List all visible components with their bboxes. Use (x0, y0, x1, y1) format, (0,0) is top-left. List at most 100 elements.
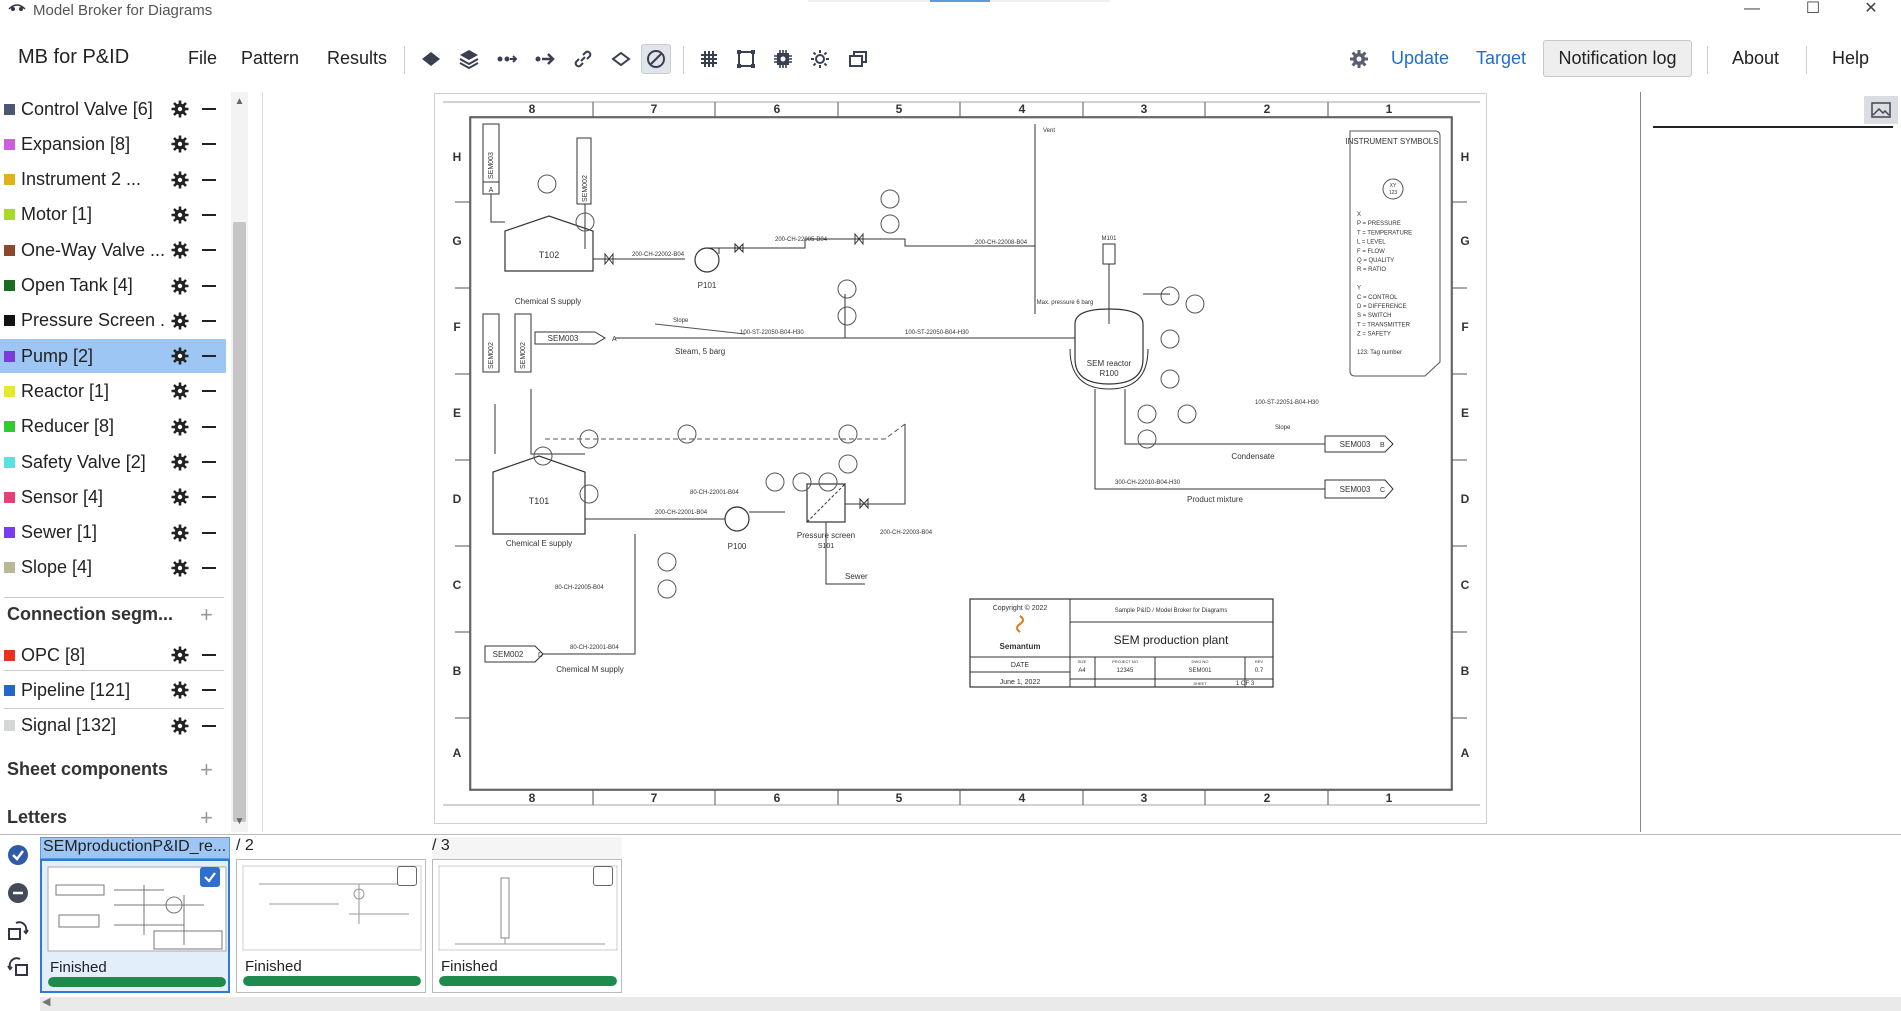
remove-icon[interactable] (202, 143, 216, 146)
remove-icon[interactable] (202, 425, 216, 428)
add-icon[interactable]: + (200, 757, 213, 782)
target-link[interactable]: Target (1476, 48, 1527, 68)
layer-icon[interactable] (416, 44, 446, 74)
gear-icon[interactable] (170, 523, 190, 543)
gear-icon[interactable] (170, 134, 190, 154)
sidebar-item[interactable]: Slope [4] (0, 551, 226, 585)
gear-icon[interactable] (170, 680, 190, 700)
scroll-up-icon[interactable]: ▲ (234, 96, 245, 107)
remove-icon[interactable] (202, 566, 216, 569)
layers-stack-icon[interactable] (454, 44, 484, 74)
maximize-button[interactable]: ☐ (1805, 0, 1821, 17)
remove-icon[interactable] (202, 531, 216, 534)
remove-icon[interactable] (202, 724, 216, 727)
remove-icon[interactable] (202, 249, 216, 252)
gear-icon[interactable] (170, 276, 190, 296)
sidebar-item[interactable]: Motor [1] (0, 198, 226, 232)
image-icon[interactable] (1864, 96, 1898, 124)
page-checkbox[interactable] (593, 866, 613, 886)
sidebar-item[interactable]: Pump [2] (0, 339, 226, 374)
close-button[interactable]: ✕ (1864, 0, 1878, 17)
gear-icon[interactable] (170, 240, 190, 260)
gear-icon[interactable] (170, 205, 190, 225)
remove-icon[interactable] (202, 654, 216, 656)
remove-icon[interactable] (202, 319, 216, 322)
forbidden-icon[interactable] (641, 44, 671, 74)
gear-icon[interactable] (170, 645, 190, 665)
sidebar-item[interactable]: Sewer [1] (0, 516, 226, 550)
notification-log-button[interactable]: Notification log (1543, 40, 1692, 77)
check-circle-icon[interactable] (6, 843, 30, 867)
rotate-left-icon[interactable] (6, 919, 30, 943)
page-thumbnail-1[interactable]: Finished (40, 859, 230, 993)
sidebar-item[interactable]: Pipeline [121] (0, 673, 226, 707)
letters-header[interactable]: Letters (7, 807, 68, 827)
windows-icon[interactable] (843, 44, 873, 74)
sidebar-item[interactable]: Instrument 2 ... (0, 163, 226, 197)
sun-icon[interactable] (805, 44, 835, 74)
sheet-components-header[interactable]: Sheet components (7, 759, 169, 779)
sidebar-item[interactable]: OPC [8] (0, 638, 226, 672)
gear-icon[interactable] (1344, 44, 1374, 74)
sidebar-item[interactable]: Signal [132] (0, 709, 226, 743)
gear-chip-icon[interactable] (768, 44, 798, 74)
menu-help[interactable]: Help (1832, 48, 1870, 68)
rotate-right-icon[interactable] (6, 955, 30, 979)
add-icon[interactable]: + (200, 805, 213, 830)
page-checkbox[interactable] (397, 866, 417, 886)
page-thumbnail-2[interactable]: Finished (236, 859, 426, 993)
sidebar-item[interactable]: Safety Valve [2] (0, 445, 226, 479)
sidebar-item[interactable]: Control Valve [6] (0, 92, 226, 126)
gear-icon[interactable] (170, 99, 190, 119)
menu-pattern[interactable]: Pattern (241, 48, 300, 68)
sidebar-item[interactable]: Open Tank [4] (0, 269, 226, 303)
remove-icon[interactable] (202, 390, 216, 393)
remove-icon[interactable] (202, 213, 216, 216)
remove-icon[interactable] (202, 461, 216, 463)
segments-icon[interactable] (492, 44, 522, 74)
remove-icon[interactable] (202, 108, 216, 110)
page-thumbnail-3[interactable]: Finished (432, 859, 622, 993)
remove-icon[interactable] (202, 689, 216, 692)
minimize-button[interactable]: — (1744, 0, 1760, 17)
sidebar-item[interactable]: Expansion [8] (0, 127, 226, 161)
menu-file[interactable]: File (188, 48, 218, 68)
menu-about[interactable]: About (1732, 48, 1780, 68)
diamond-icon[interactable] (606, 44, 636, 74)
gear-icon[interactable] (170, 311, 190, 331)
grid-icon[interactable] (694, 44, 724, 74)
sidebar-item[interactable]: Sensor [4] (0, 480, 226, 514)
sidebar-item[interactable]: One-Way Valve ... (0, 233, 226, 267)
sidebar-item[interactable]: Reactor [1] (0, 374, 226, 408)
gear-icon[interactable] (170, 346, 190, 366)
remove-icon[interactable] (202, 284, 216, 287)
page-tab-3[interactable]: / 3 (432, 837, 622, 859)
gear-icon[interactable] (170, 716, 190, 736)
connection-segments-header[interactable]: Connection segm... (7, 604, 174, 624)
gear-icon[interactable] (170, 452, 190, 472)
page-checkbox[interactable] (200, 867, 220, 887)
remove-icon[interactable] (202, 178, 216, 181)
page-tab-2[interactable]: / 2 (236, 837, 386, 859)
gear-icon[interactable] (170, 558, 190, 578)
sidebar-scroll-thumb[interactable] (233, 222, 246, 822)
gear-icon[interactable] (170, 170, 190, 190)
remove-icon[interactable] (202, 355, 216, 358)
bounding-box-icon[interactable] (731, 44, 761, 74)
arrow-merge-icon[interactable] (530, 44, 560, 74)
link-icon[interactable] (568, 44, 598, 74)
sidebar-item[interactable]: Reducer [8] (0, 410, 226, 444)
gear-icon[interactable] (170, 487, 190, 507)
page-strip-scrollbar[interactable] (40, 997, 1901, 1011)
page-tab-1[interactable]: SEMproductionP&ID_re... (40, 837, 230, 859)
remove-icon[interactable] (202, 496, 216, 499)
update-link[interactable]: Update (1391, 48, 1450, 68)
menu-results[interactable]: Results (327, 48, 388, 68)
gear-icon[interactable] (170, 417, 190, 437)
scroll-left-icon[interactable]: ◀ (42, 996, 51, 1008)
sidebar-item[interactable]: Pressure Screen ... (0, 304, 226, 338)
minus-circle-icon[interactable] (6, 881, 30, 905)
gear-icon[interactable] (170, 381, 190, 401)
add-icon[interactable]: + (200, 602, 213, 627)
